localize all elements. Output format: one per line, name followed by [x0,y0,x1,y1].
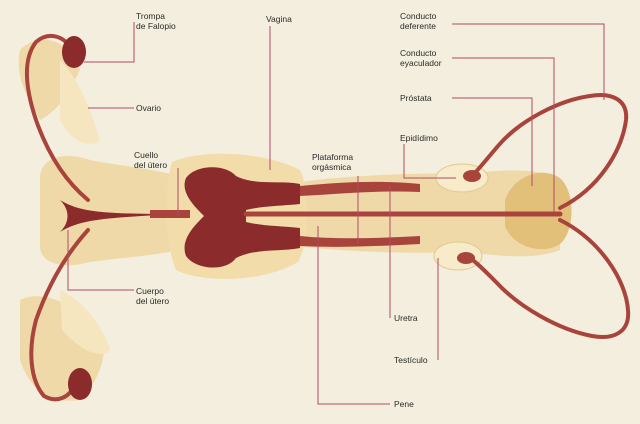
label-trompa-1: Trompa [136,11,165,21]
label-cuello-2: del útero [134,160,167,170]
label-plataforma-2: orgásmica [312,162,351,172]
fallopian-tube-upper [25,33,90,202]
fallopian-tube-lower [29,228,90,402]
cervix-canal [150,210,190,218]
ovary-ligament-lower [60,290,110,354]
ovary-upper [62,36,86,68]
uterus-cavity [60,200,178,232]
vas-deferens-upper [470,93,629,210]
label-prostata: Próstata [400,93,432,103]
orgasmic-platform-upper [300,181,420,196]
ovary-ligament-upper [60,60,100,144]
ovary-lower [68,368,92,400]
label-epididimo: Epidídimo [400,133,438,143]
female-tissue [18,39,308,401]
leader-trompa [84,22,135,63]
leader-epididimo [403,144,456,179]
leader-lines [67,22,605,405]
prostate-tissue [505,172,572,250]
uterus-body-tissue [40,156,180,266]
label-ovario: Ovario [136,103,161,113]
female-organs [25,33,300,402]
leader-conducto-deferente [452,23,605,100]
label-conducto-deferente-2: deferente [400,21,436,31]
label-conducto-deferente-1: Conducto [400,11,437,21]
leader-prostata [452,97,533,186]
leader-cuerpo [67,230,134,291]
male-tissue [300,163,572,271]
label-pene: Pene [394,399,414,409]
label-trompa-2: de Falopio [136,21,176,31]
testicle-upper [463,170,481,182]
label-conducto-eyaculador-2: eyaculador [400,58,442,68]
vas-deferens-lower [468,218,631,339]
label-conducto-eyaculador-1: Conducto [400,48,437,58]
label-uretra: Uretra [394,313,418,323]
leader-pene [317,226,390,405]
label-cuerpo-2: del útero [136,296,169,306]
labels: Trompa de Falopio Ovario Cuello del úter… [134,11,442,409]
leader-conducto-eyaculador [452,57,555,212]
label-vagina: Vagina [266,14,292,24]
testicle-lower [457,252,475,264]
vagina-organ [184,167,300,268]
label-plataforma-1: Plataforma [312,152,353,162]
label-cuerpo-1: Cuerpo [136,286,164,296]
label-testiculo: Testículo [394,355,428,365]
label-cuello-1: Cuello [134,150,158,160]
male-organs [243,93,631,339]
